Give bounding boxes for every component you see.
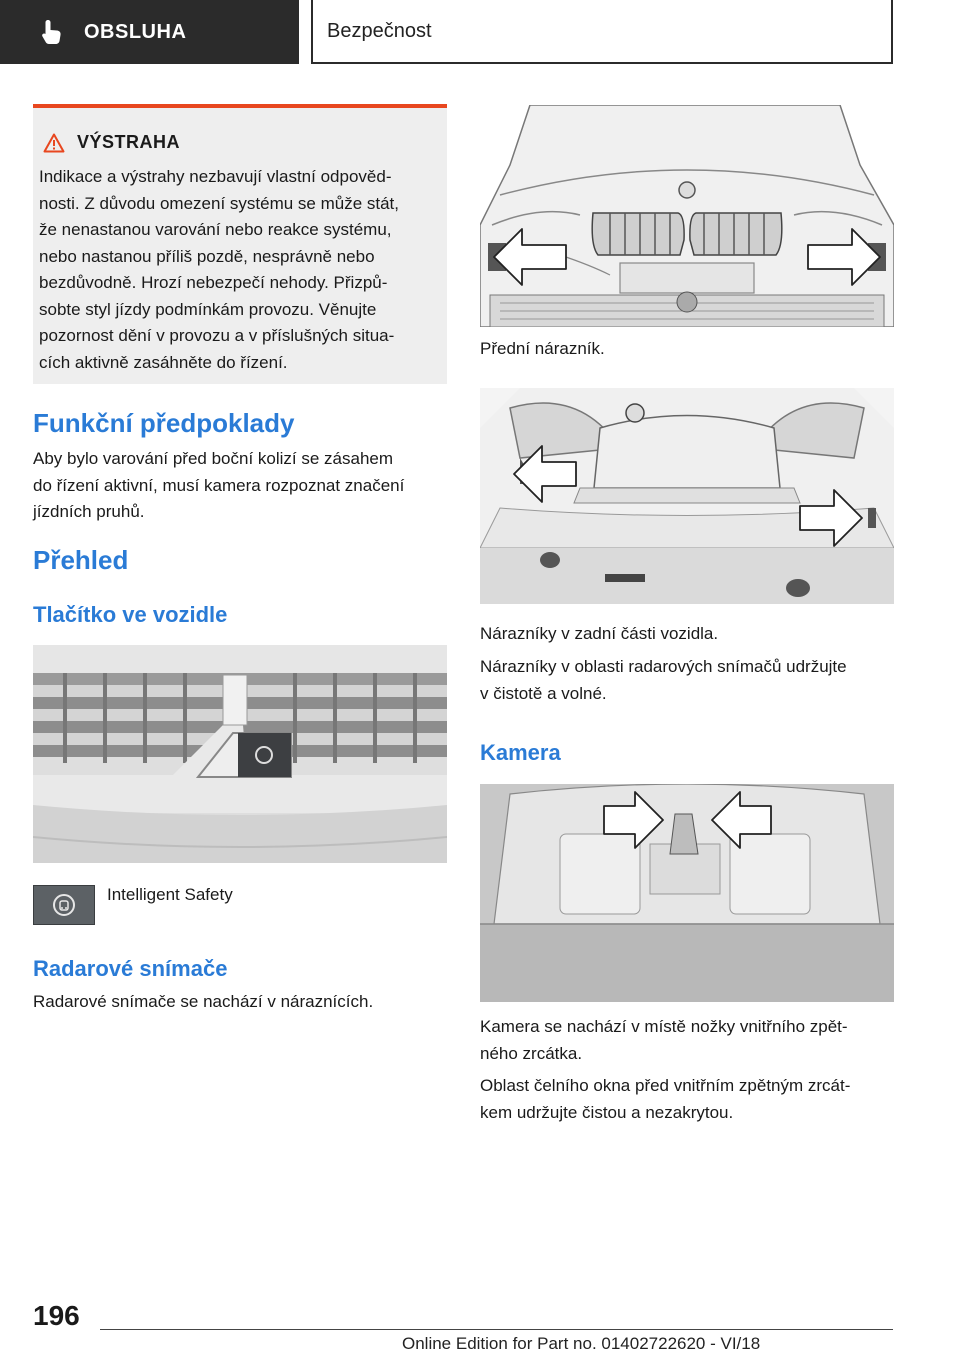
grille-illustration	[33, 645, 447, 863]
chapter-label: OBSLUHA	[84, 20, 187, 43]
rear-bumper-caption: Nárazníky v zadní části vozidla.	[480, 624, 719, 643]
front-bumper-caption: Přední nárazník.	[480, 339, 605, 358]
warning-line: sobte styl jízdy podmínkám provozu. Věnu…	[39, 299, 377, 319]
heading-prerequisites: Funkční předpoklady	[33, 408, 295, 438]
edition-text: Online Edition for Part no. 01402722620 …	[402, 1334, 761, 1353]
text-line: kem udržujte čistou a nezakrytou.	[480, 1102, 734, 1122]
text-line: ného zrcátka.	[480, 1043, 583, 1063]
camera-note: Oblast čelního okna před vnitřním zpětný…	[480, 1073, 894, 1126]
rear-bumper-illustration	[480, 388, 894, 604]
intelligent-safety-icon	[53, 894, 75, 916]
text-line: Oblast čelního okna před vnitřním zpětný…	[480, 1076, 851, 1095]
chapter-tab[interactable]: OBSLUHA	[0, 0, 299, 64]
camera-figure	[480, 784, 894, 1002]
rear-bumper-figure	[480, 388, 894, 604]
warning-line: nosti. Z důvodu omezení systému se může …	[39, 193, 399, 213]
rear-bumper-note: Nárazníky v oblasti radarových snímačů u…	[480, 654, 894, 707]
text-line: jízdních pruhů.	[33, 502, 145, 521]
warning-line: bezdůvodně. Hrozí nebezpečí nehody. Přiz…	[39, 273, 388, 292]
text-line: Kamera se nachází v místě nožky vnitřníh…	[480, 1017, 848, 1036]
button-caption: Intelligent Safety	[107, 885, 233, 904]
heading-button: Tlačítko ve vozidle	[33, 602, 228, 627]
warning-line: pozornost dění v provozu a v příslušných…	[39, 326, 395, 345]
grille-button-figure	[33, 645, 447, 863]
camera-illustration	[480, 784, 894, 1002]
section-header: Bezpečnost	[311, 0, 893, 64]
radar-text: Radarové snímače se nachází v nárazníc­í…	[33, 992, 374, 1011]
heading-overview: Přehled	[33, 545, 129, 575]
heading-camera: Kamera	[480, 740, 561, 765]
heading-radar: Radarové snímače	[33, 956, 228, 981]
text-line: v čistotě a volné.	[480, 683, 607, 703]
warning-title: VÝSTRAHA	[77, 132, 181, 152]
text-line: Aby bylo varování před boční kolizí se z…	[33, 449, 394, 468]
camera-caption: Kamera se nachází v místě nožky vnitřníh…	[480, 1014, 894, 1067]
warning-line: že nenastanou varování nebo reakce systé…	[39, 220, 392, 239]
warning-line: cích aktivně zasáhněte do řízení.	[39, 352, 288, 372]
prerequisites-text: Aby bylo varování před boční kolizí se z…	[33, 446, 447, 526]
pointing-hand-icon	[42, 20, 61, 44]
footer-divider	[100, 1329, 893, 1330]
text-line: Nárazníky v oblasti radarových snímačů u…	[480, 657, 847, 676]
intelligent-safety-button[interactable]	[33, 885, 95, 925]
warning-triangle-icon	[43, 133, 65, 152]
warning-text: Indikace a výstrahy nezbavují vlastní od…	[39, 164, 443, 376]
section-title: Bezpečnost	[327, 19, 432, 42]
front-bumper-figure	[480, 105, 894, 327]
text-line: do řízení aktivní, musí kamera rozpoznat…	[33, 475, 405, 495]
page-number: 196	[33, 1300, 80, 1331]
front-bumper-illustration	[480, 105, 894, 327]
warning-box: VÝSTRAHA Indikace a výstrahy nezbavují v…	[33, 104, 447, 384]
warning-line: Indikace a výstrahy nezbavují vlastní od…	[39, 167, 392, 186]
warning-title-row: VÝSTRAHA	[43, 132, 180, 153]
warning-line: nebo nastanou příliš pozdě, nesprávně ne…	[39, 246, 375, 266]
